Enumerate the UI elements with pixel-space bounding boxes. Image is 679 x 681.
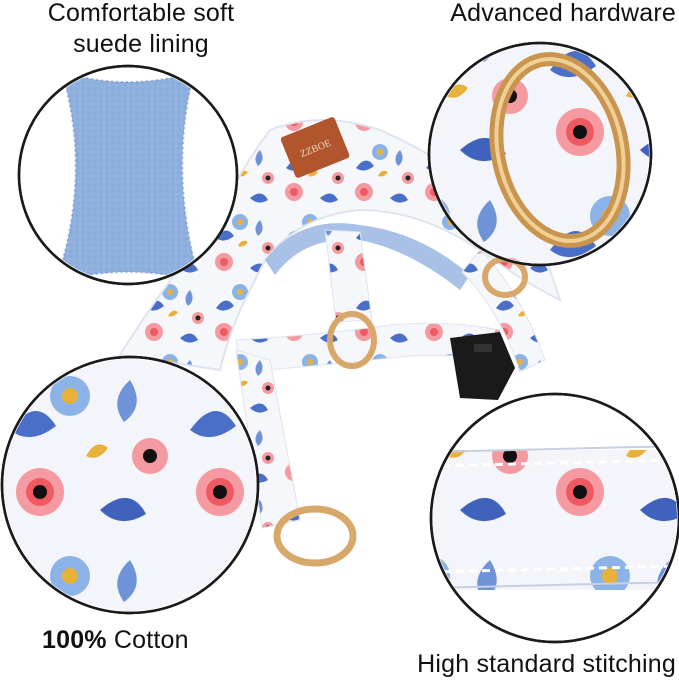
suede-lining-caption: Comfortable soft suede lining	[47, 0, 235, 58]
hardware-caption: Advanced hardware	[450, 0, 676, 27]
stitching-caption: High standard stitching	[417, 650, 676, 678]
cotton-fabric-zoom	[0, 355, 260, 615]
hardware-zoom	[427, 41, 653, 267]
stitching-zoom	[429, 392, 679, 644]
cotton-percent: 100%	[42, 626, 107, 654]
cotton-caption: 100% Cotton	[42, 625, 189, 656]
cotton-label: Cotton	[106, 626, 189, 654]
brand-tag: ZZBOE	[280, 117, 350, 178]
suede-lining-zoom	[17, 64, 239, 286]
